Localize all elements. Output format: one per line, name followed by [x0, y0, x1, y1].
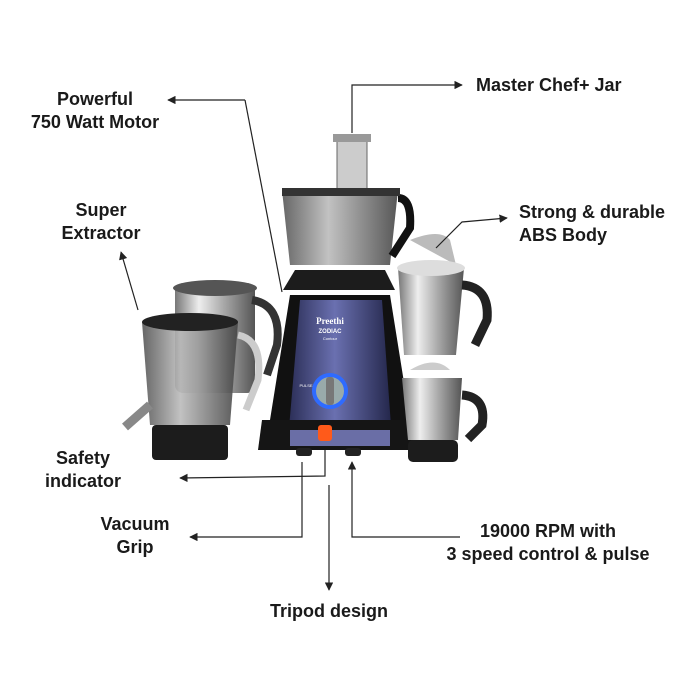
- label-line: Super: [75, 200, 127, 220]
- label-line: Tripod design: [269, 601, 388, 621]
- motor-base: Preethi ZODIAC Contour PULSE: [258, 270, 425, 456]
- label-safety: Safety indicator: [23, 447, 143, 493]
- safety-indicator-light: [318, 425, 332, 441]
- label-line: Extractor: [61, 223, 141, 243]
- label-line: indicator: [44, 471, 121, 491]
- callout-lines: [119, 80, 508, 591]
- juicer-jar: [122, 313, 263, 460]
- label-line: 19000 RPM with: [479, 521, 617, 541]
- label-grip: Vacuum Grip: [75, 513, 195, 559]
- label-line: ABS Body: [519, 225, 608, 245]
- master-chef-jar: [282, 134, 415, 265]
- label-line: Master Chef+ Jar: [476, 75, 622, 95]
- arrow-extractor: [119, 251, 139, 311]
- label-rpm: 19000 RPM with 3 speed control & pulse: [428, 520, 668, 566]
- label-tripod: Tripod design: [229, 600, 429, 623]
- label-line: Grip: [116, 537, 154, 557]
- label-line: Powerful: [56, 89, 133, 109]
- model-sub: Contour: [323, 336, 338, 341]
- steel-jar-small: [402, 362, 488, 462]
- label-jar: Master Chef+ Jar: [476, 74, 622, 97]
- arrow-grip: [189, 462, 303, 542]
- arrow-safety: [179, 450, 326, 483]
- steel-jar-large: [397, 234, 492, 355]
- arrow-rpm: [347, 461, 460, 538]
- label-line: 3 speed control & pulse: [446, 544, 650, 564]
- brand-logo: Preethi: [316, 316, 344, 326]
- label-line: Strong & durable: [519, 202, 666, 222]
- label-line: Vacuum: [100, 514, 170, 534]
- arrow-body: [435, 214, 508, 249]
- model-name: ZODIAC: [319, 329, 343, 335]
- label-motor: Powerful 750 Watt Motor: [15, 88, 175, 134]
- arrow-jar: [351, 80, 463, 133]
- label-extractor: Super Extractor: [41, 199, 161, 245]
- knob-label: PULSE: [299, 383, 312, 388]
- label-line: Safety: [55, 448, 111, 468]
- label-line: 750 Watt Motor: [30, 112, 160, 132]
- label-body: Strong & durable ABS Body: [519, 201, 665, 247]
